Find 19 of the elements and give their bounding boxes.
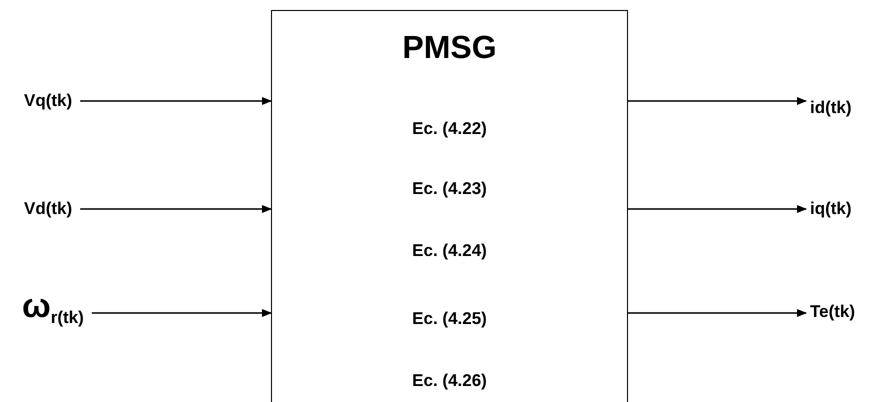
process-box [271, 10, 628, 402]
input-signal-label: ω$_{r(tk)}$ [22, 296, 84, 328]
output-signal-label: id(tk) [810, 98, 852, 118]
equation-reference: Ec. (4.22) [411, 119, 488, 139]
arrow [628, 97, 807, 105]
arrow [80, 205, 272, 213]
equation-reference: Ec. (4.26) [411, 371, 488, 391]
output-signal-label: Te(tk) [810, 302, 856, 322]
arrow [628, 205, 807, 213]
arrow [92, 309, 272, 317]
equation-reference: Ec. (4.23) [411, 179, 488, 199]
input-signal-label: Vd(tk) [24, 199, 72, 219]
equation-reference: Ec. (4.25) [411, 309, 488, 329]
equation-reference: Ec. (4.24) [411, 241, 488, 261]
block-title: PMSG [401, 29, 498, 66]
output-signal-label: iq(tk) [810, 199, 852, 219]
arrow [80, 97, 272, 105]
input-signal-label: Vq(tk) [24, 91, 72, 111]
arrow [628, 309, 807, 317]
